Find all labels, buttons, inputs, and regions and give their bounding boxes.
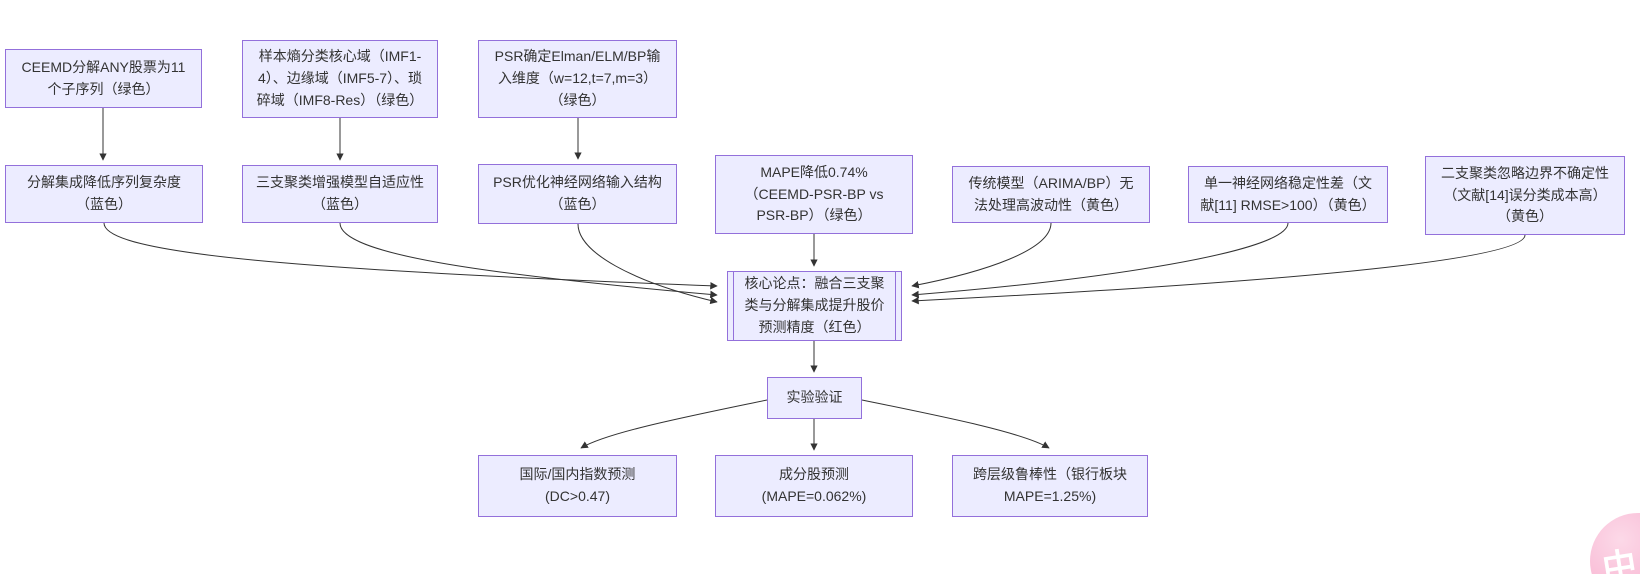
- node-psr-input-dimension: PSR确定Elman/ELM/BP输入维度（w=12,t=7,m=3）（绿色）: [478, 40, 677, 118]
- node-decomposition-reduces-complexity: 分解集成降低序列复杂度（蓝色）: [5, 165, 203, 223]
- node-psr-optimizes-input-structure: PSR优化神经网络输入结构（蓝色）: [478, 164, 677, 224]
- node-core-thesis: 核心论点：融合三支聚类与分解集成提升股价预测精度（红色）: [727, 271, 902, 341]
- node-experimental-validation: 实验验证: [767, 377, 862, 419]
- node-ceemd-decompose: CEEMD分解ANY股票为11个子序列（绿色）: [5, 49, 202, 108]
- translate-icon: 中A: [1599, 540, 1640, 574]
- node-cross-level-robustness: 跨层级鲁棒性（银行板块 MAPE=1.25%): [952, 455, 1148, 517]
- edge-F-K: [577, 223, 718, 305]
- edge-I-K: [911, 222, 1289, 299]
- node-sample-entropy-domains: 样本熵分类核心域（IMF1-4）、边缘域（IMF5-7）、琐碎域（IMF8-Re…: [242, 40, 438, 118]
- edge-E-K: [339, 222, 718, 299]
- node-index-prediction: 国际/国内指数预测 (DC>0.47): [478, 455, 677, 517]
- edge-H-K: [911, 222, 1052, 289]
- node-mape-reduction: MAPE降低0.74%（CEEMD-PSR-BP vs PSR-BP）（绿色）: [715, 155, 913, 234]
- edge-D-K: [103, 222, 718, 290]
- node-two-way-clustering-limitation: 二支聚类忽略边界不确定性（文献[14]误分类成本高）（黄色）: [1425, 156, 1625, 235]
- node-constituent-stock-prediction: 成分股预测 (MAPE=0.062%): [715, 455, 913, 517]
- edge-L-O: [861, 399, 1050, 449]
- edge-L-M: [580, 399, 768, 449]
- node-single-network-instability: 单一神经网络稳定性差（文献[11] RMSE>100）（黄色）: [1188, 166, 1388, 223]
- edge-J-K: [911, 234, 1526, 305]
- node-traditional-model-limitation: 传统模型（ARIMA/BP）无法处理高波动性（黄色）: [952, 166, 1150, 223]
- node-three-way-clustering-adaptivity: 三支聚类增强模型自适应性（蓝色）: [242, 165, 438, 223]
